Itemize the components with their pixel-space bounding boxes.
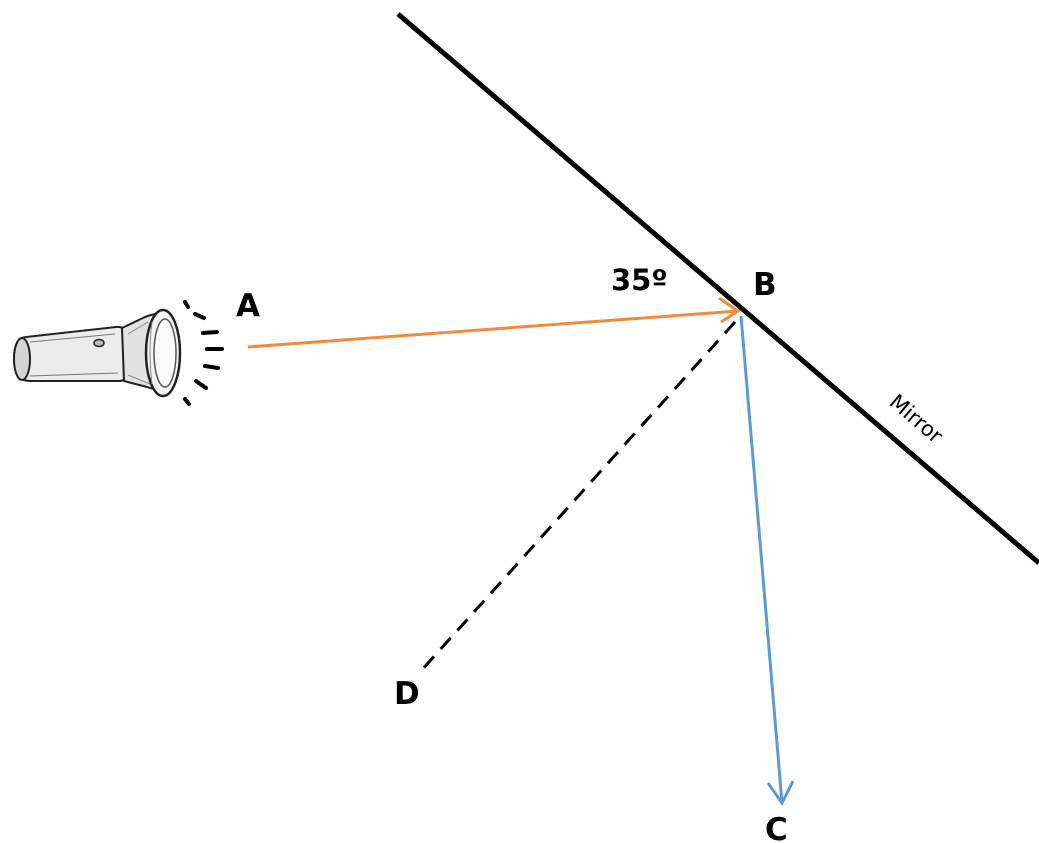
reflected-ray-arrowhead (766, 780, 795, 806)
normal-line-bd (418, 320, 737, 674)
point-b-label: B (753, 267, 777, 303)
reflected-ray (739, 315, 795, 806)
flashlight-icon (12, 300, 224, 406)
mirror-line (396, 12, 1039, 565)
incident-ray (247, 296, 741, 349)
point-c-label: C (765, 812, 788, 843)
incident-ray-arrowhead (718, 296, 741, 324)
point-d-label: D (394, 676, 420, 712)
point-a-label: A (236, 288, 260, 324)
angle-label: 35º (611, 263, 668, 297)
